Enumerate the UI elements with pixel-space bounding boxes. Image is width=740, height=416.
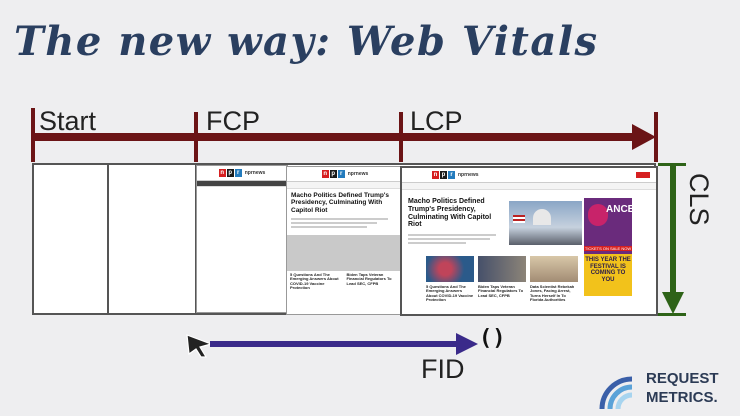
fid-label: FID — [421, 354, 465, 384]
fid-arrow-head — [456, 333, 478, 355]
cls-bottom-cap — [658, 313, 686, 316]
headline: Macho Politics Defined Trump's Presidenc… — [291, 192, 389, 214]
lcp-label: LCP — [410, 106, 463, 136]
fid-arrow-line — [210, 341, 460, 347]
virus-photo — [426, 256, 474, 282]
brand-name: REQUEST METRICS. — [646, 369, 719, 407]
cursor-icon — [186, 334, 213, 358]
brand-line-2: METRICS. — [646, 389, 718, 406]
cls-top-cap — [658, 163, 686, 166]
jones-photo — [530, 256, 578, 282]
donate-button — [636, 172, 650, 178]
festival-ad: ANCE TICKETS ON SALE NOW THIS YEAR THE F… — [584, 198, 632, 296]
timeline-arrow-line — [32, 133, 640, 141]
cls-arrow-head — [662, 292, 684, 314]
end-tick — [654, 112, 658, 162]
headline: Macho Politics Defined Trump's Presidenc… — [408, 198, 492, 229]
subnav — [402, 183, 656, 190]
function-parens: () — [479, 326, 506, 351]
cls-arrow-line — [670, 165, 676, 305]
capitol-photo — [509, 201, 582, 245]
frame-divider — [107, 163, 109, 315]
start-label: Start — [39, 106, 97, 136]
brand-line-1: REQUEST — [646, 370, 719, 387]
image-placeholder — [287, 234, 403, 271]
fcp-label: FCP — [206, 106, 260, 136]
subnav — [197, 181, 287, 187]
timeline-arrow-head — [632, 124, 656, 150]
cls-label: CLS — [684, 173, 714, 226]
slide-title: The new way: Web Vitals — [14, 18, 599, 65]
subnav — [287, 182, 403, 189]
biden-photo — [478, 256, 526, 282]
request-metrics-logo-icon — [599, 376, 633, 410]
